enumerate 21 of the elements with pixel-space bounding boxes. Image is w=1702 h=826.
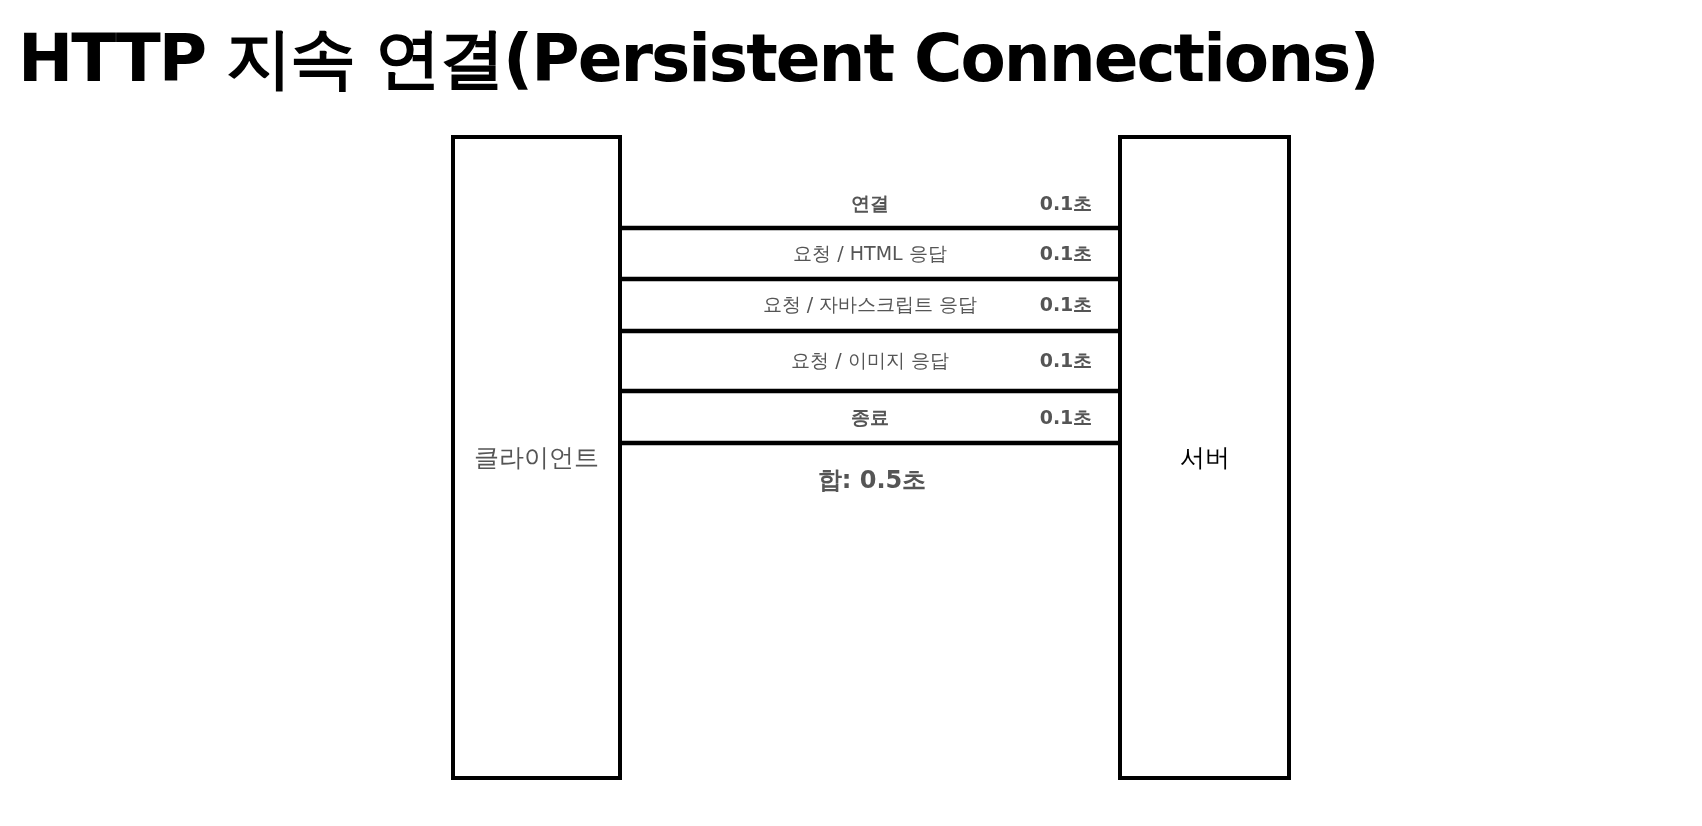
connection-line: [622, 225, 1118, 231]
edge-label: 연결: [851, 191, 889, 216]
total-label: 합: 0.5초: [817, 465, 927, 496]
duration-label: 0.1초: [1039, 405, 1093, 430]
edge-label: 요청 / 자바스크립트 응답: [762, 292, 978, 317]
connection-line: [622, 328, 1118, 334]
duration-label: 0.1초: [1039, 191, 1093, 216]
connection-line: [622, 276, 1118, 282]
connection-line: [622, 388, 1118, 394]
duration-label: 0.1초: [1039, 348, 1093, 373]
edge-label: 요청 / HTML 응답: [793, 241, 947, 266]
node-label: 서버: [1179, 442, 1230, 474]
duration-label: 0.1초: [1039, 292, 1093, 317]
title: HTTP 지속 연결(Persistent Connections): [18, 19, 1378, 99]
edge-label: 요청 / 이미지 응답: [791, 348, 949, 373]
connection-line: [622, 440, 1118, 446]
node-label: 클라이언트: [474, 442, 599, 474]
server-box: [1118, 135, 1291, 780]
edge-label: 종료: [851, 405, 889, 430]
client-box: [451, 135, 622, 780]
duration-label: 0.1초: [1039, 241, 1093, 266]
